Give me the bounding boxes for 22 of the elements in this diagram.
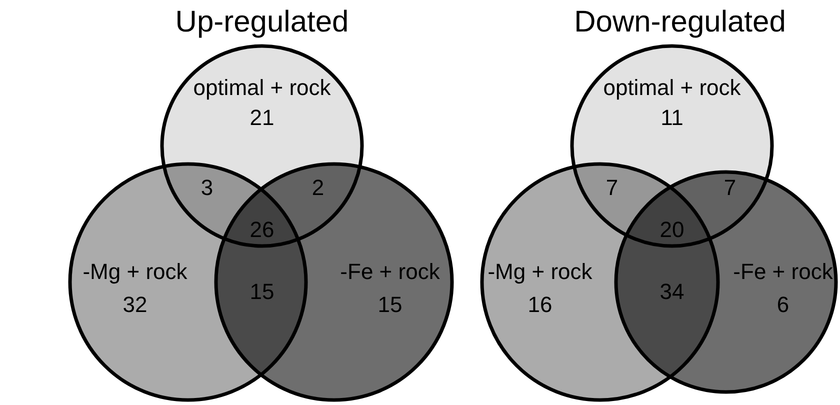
set-label: -Fe + rock <box>340 260 440 284</box>
overlap-count: 26 <box>250 218 274 242</box>
overlap-count: 20 <box>660 218 684 242</box>
overlap-count: 34 <box>660 280 684 304</box>
overlap-count: 7 <box>724 176 736 200</box>
count-label: 21 <box>250 106 274 130</box>
overlap-count: 15 <box>250 280 274 304</box>
set-label: -Mg + rock <box>82 260 188 284</box>
panel-title: Down-regulated <box>574 6 786 38</box>
count-label: 32 <box>122 292 148 318</box>
count-label: 15 <box>378 292 402 318</box>
count-label: 6 <box>776 292 790 318</box>
overlap-count: 7 <box>606 176 618 200</box>
panel-title: Up-regulated <box>175 6 349 38</box>
overlap-count: 2 <box>312 176 324 200</box>
set-label: -Fe + rock <box>733 260 833 284</box>
count-label: 11 <box>660 106 684 130</box>
set-label: optimal + rock <box>193 76 331 100</box>
overlap-count: 3 <box>200 176 214 200</box>
count-label: 16 <box>528 292 552 318</box>
set-label: optimal + rock <box>603 76 741 100</box>
set-label: -Mg + rock <box>488 260 592 284</box>
